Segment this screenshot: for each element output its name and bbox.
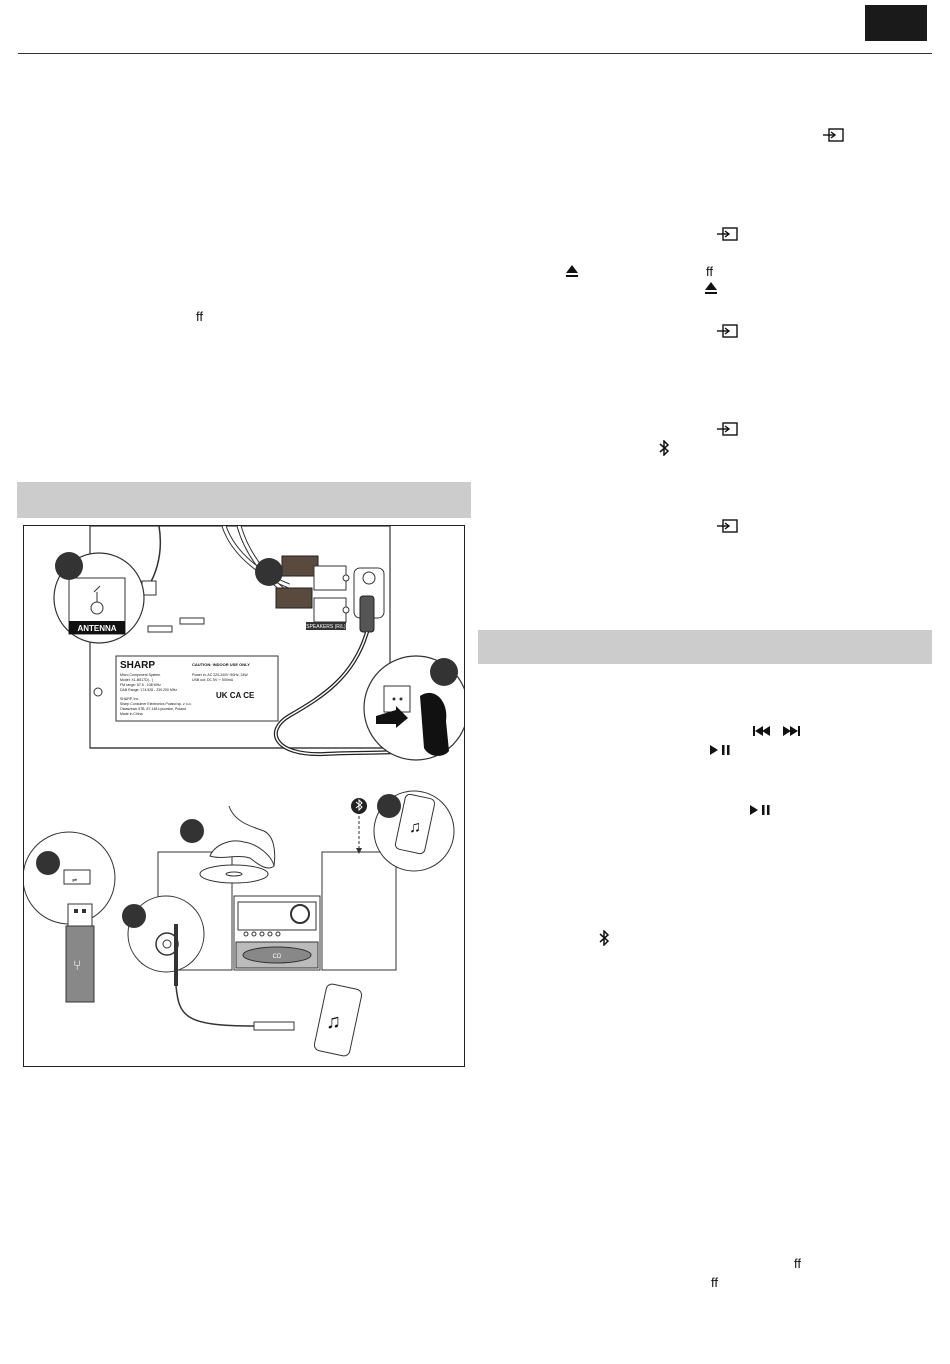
- callout-circle: [180, 819, 204, 843]
- music-note-icon: ♫: [409, 819, 421, 836]
- rating-line: Model: XL-B517D(.. ): [120, 678, 153, 682]
- usb-port-icon: ⇌: [72, 877, 77, 884]
- speaker-plug: [281, 555, 319, 577]
- eject-icon: [705, 282, 717, 294]
- usb-stick: [65, 925, 95, 1003]
- rating-brand: SHARP: [120, 660, 155, 671]
- callout-circle: [122, 904, 146, 928]
- company-line: Sharp Consumer Electronics Poland sp. z …: [120, 702, 192, 706]
- connection-diagram: SPEAKERS (R/L) ANTENNA SHARP CAUTION:: [22, 525, 469, 1067]
- bluetooth-icon: [659, 440, 670, 456]
- rating-line: FM range: 87.5 - 108 MHz: [120, 683, 161, 687]
- company-line: SHARP, Inc.: [120, 697, 139, 701]
- input-source-icon: [823, 128, 844, 142]
- connection-illustration: SPEAKERS (R/L) ANTENNA SHARP CAUTION:: [22, 525, 469, 1057]
- ff-ligature-text: ff: [794, 1256, 801, 1271]
- usb-icon: ⑂: [73, 957, 81, 973]
- ff-ligature-text: ff: [711, 1275, 718, 1290]
- callout-circle: [55, 552, 83, 580]
- prev-next-icon: [753, 726, 800, 736]
- callout-circle: [255, 558, 283, 586]
- input-source-icon: [717, 324, 738, 338]
- input-source-icon: [717, 519, 738, 533]
- rating-caution: CAUTION: INDOOR USE ONLY: [192, 662, 250, 667]
- company-line: Ostaszewo 57B, 87-148 Łysomice, Poland: [120, 707, 186, 711]
- music-note-icon: ♫: [326, 1011, 341, 1033]
- section-header-bar-left: [17, 482, 471, 518]
- speakers-label: SPEAKERS (R/L): [306, 624, 346, 630]
- right-speaker: [321, 851, 397, 971]
- input-source-icon: [717, 422, 738, 436]
- bluetooth-icon: [599, 930, 610, 946]
- power-line: Power in: AC 220-240V~50Hz, 24W: [192, 673, 248, 677]
- disc-label: CD: [273, 954, 282, 960]
- antenna-label: ANTENNA: [77, 624, 116, 633]
- callout-circle: [377, 794, 401, 818]
- rating-line: DAB Range: 174.928 - 239.200 MHz: [120, 688, 177, 692]
- company-line: Made in China: [120, 712, 143, 716]
- speakers-label-plate: [306, 622, 346, 630]
- callout-circle: [36, 851, 60, 875]
- eject-icon: [566, 265, 578, 277]
- callout-circle: [430, 658, 458, 686]
- input-source-icon: [717, 227, 738, 241]
- cert-marks: UK CA CE: [216, 691, 255, 700]
- speaker-plug: [275, 587, 313, 609]
- play-pause-icon: [710, 745, 730, 755]
- section-header-bar-right: [478, 630, 932, 664]
- rating-line: Micro Component System: [120, 673, 160, 677]
- play-pause-icon: [750, 805, 770, 815]
- ff-ligature-text: ff: [706, 264, 713, 279]
- language-tab: [865, 5, 927, 41]
- header-rule: [18, 53, 932, 54]
- ff-ligature-text: ff: [196, 309, 203, 324]
- rating-label: [115, 655, 279, 722]
- power-line: USB out: DC 5V ⎓ 500mA: [192, 678, 234, 682]
